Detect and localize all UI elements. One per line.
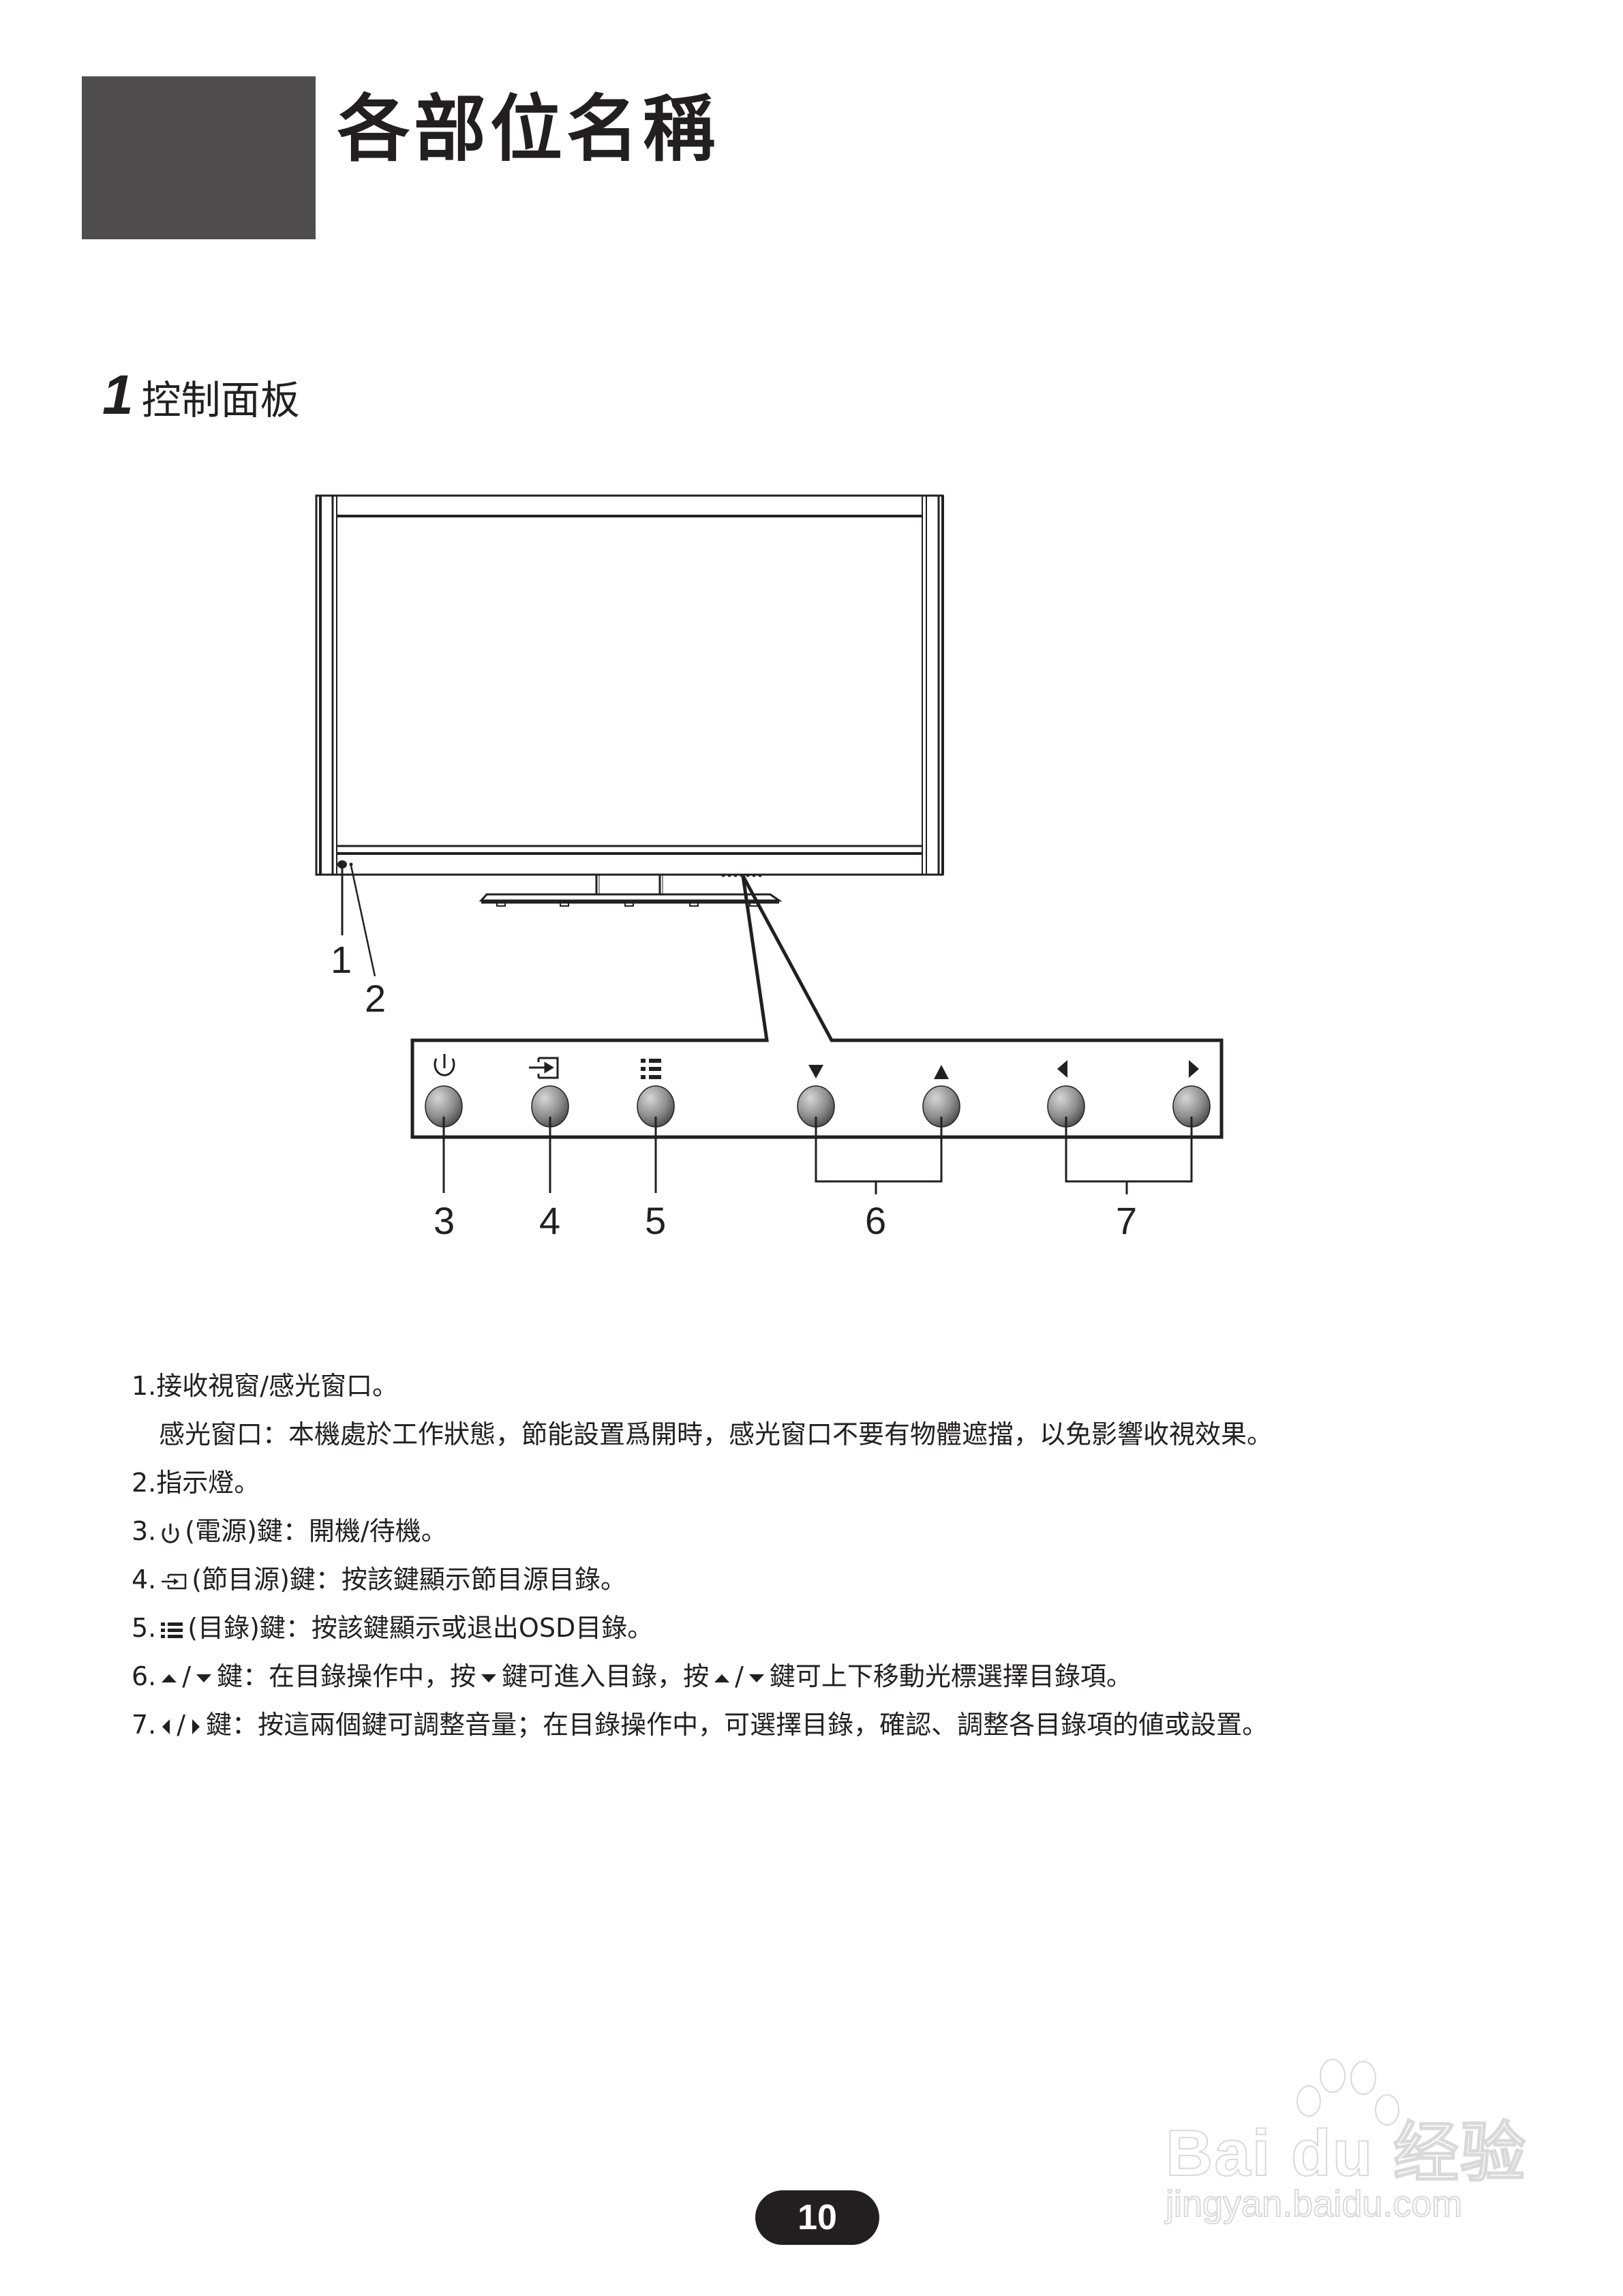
callout-leaders (442, 1117, 1193, 1194)
page-title: 各部位名稱 (337, 87, 719, 171)
input-source-icon (162, 1573, 187, 1589)
desc-item-5-text: (目錄)鍵：按該鍵顯示或退出OSD目錄。 (187, 1613, 654, 1643)
page-number-badge: 10 (755, 2190, 879, 2245)
desc-item-5: 5. (目錄)鍵：按該鍵顯示或退出OSD目錄。 (132, 1604, 1563, 1652)
callout-3: 3 (434, 1199, 455, 1242)
menu-list-icon (161, 1622, 183, 1638)
watermark-url: jingyan.baidu.com (1165, 2183, 1463, 2225)
desc-item-6-number: 6. (132, 1661, 157, 1691)
desc-item-6-text-b: 鍵可進入目錄，按 (502, 1661, 710, 1691)
triangle-up-icon (162, 1674, 177, 1682)
desc-item-4: 4. (節目源)鍵：按該鍵顯示節目源目錄。 (132, 1556, 1563, 1604)
stand-base (479, 893, 783, 902)
triangle-down-icon (196, 1674, 212, 1682)
desc-item-6-text-c: 鍵可上下移動光標選擇目錄項。 (769, 1661, 1132, 1691)
header-block (82, 76, 316, 239)
desc-item-3: 3. (電源)鍵：開機/待機。 (132, 1507, 1563, 1556)
separator: / (177, 1710, 186, 1740)
triangle-down-icon (808, 1065, 823, 1078)
desc-item-4-number: 4. (132, 1565, 157, 1595)
desc-item-7: 7. / 鍵：按這兩個鍵可調整音量；在目錄操作中，可選擇目錄，確認、調整各目錄項的値… (132, 1701, 1563, 1749)
triangle-left-icon (162, 1719, 170, 1734)
description-list: 1.接收視窗/感光窗口。 感光窗口：本機處於工作狀態，節能設置爲開時，感光窗口不… (132, 1362, 1563, 1749)
callout-7: 7 (1116, 1199, 1137, 1242)
desc-item-1-note: 感光窗口：本機處於工作狀態，節能設置爲開時，感光窗口不要有物體遮擋，以免影響收視… (159, 1419, 1273, 1449)
input-source-icon (529, 1057, 559, 1079)
section-title: 控制面板 (141, 377, 300, 423)
power-icon (434, 1054, 455, 1076)
section-number: 1 (102, 364, 134, 426)
desc-item-5-number: 5. (132, 1613, 157, 1643)
desc-item-6-text-a: 鍵：在目錄操作中，按 (217, 1661, 476, 1691)
watermark-brand: Bai du 经验 (1165, 2116, 1528, 2190)
tv-control-panel-diagram: 1 2 3 4 5 6 7 (315, 494, 1224, 1242)
desc-item-3-number: 3. (132, 1516, 157, 1546)
desc-item-4-text: (節目源)鍵：按該鍵顯示節目源目錄。 (192, 1565, 626, 1595)
tv-front-view (315, 494, 944, 907)
callout-4: 4 (539, 1199, 560, 1242)
callout-2: 2 (365, 977, 386, 1020)
baidu-watermark: Bai du 经验 jingyan.baidu.com (1159, 2059, 1541, 2236)
desc-item-1: 1.接收視窗/感光窗口。 (132, 1371, 399, 1401)
desc-item-6: 6. / 鍵：在目錄操作中，按鍵可進入目錄，按 / 鍵可上下移動光標選擇目錄項。 (132, 1652, 1563, 1701)
triangle-right-icon (1189, 1060, 1199, 1078)
triangle-left-icon (1057, 1060, 1067, 1078)
indicator-light (349, 862, 353, 866)
triangle-down-icon (748, 1674, 764, 1682)
triangle-up-icon (934, 1065, 949, 1079)
paw-icon (1296, 2059, 1399, 2126)
triangle-up-icon (714, 1674, 730, 1682)
triangle-down-icon (481, 1674, 497, 1682)
desc-item-3-text: (電源)鍵：開機/待機。 (185, 1516, 447, 1546)
separator: / (735, 1661, 744, 1691)
callout-1: 1 (331, 938, 352, 981)
triangle-right-icon (192, 1719, 200, 1734)
desc-item-2: 2.指示燈。 (132, 1468, 260, 1498)
power-icon (162, 1523, 179, 1543)
callout-5: 5 (645, 1199, 666, 1242)
ir-sensor-window (337, 860, 347, 868)
desc-item-7-number: 7. (132, 1710, 157, 1740)
menu-list-icon (641, 1059, 661, 1079)
separator: / (182, 1661, 192, 1691)
callout-6: 6 (865, 1199, 886, 1242)
desc-item-7-text: 鍵：按這兩個鍵可調整音量；在目錄操作中，可選擇目錄，確認、調整各目錄項的値或設置… (206, 1710, 1269, 1740)
